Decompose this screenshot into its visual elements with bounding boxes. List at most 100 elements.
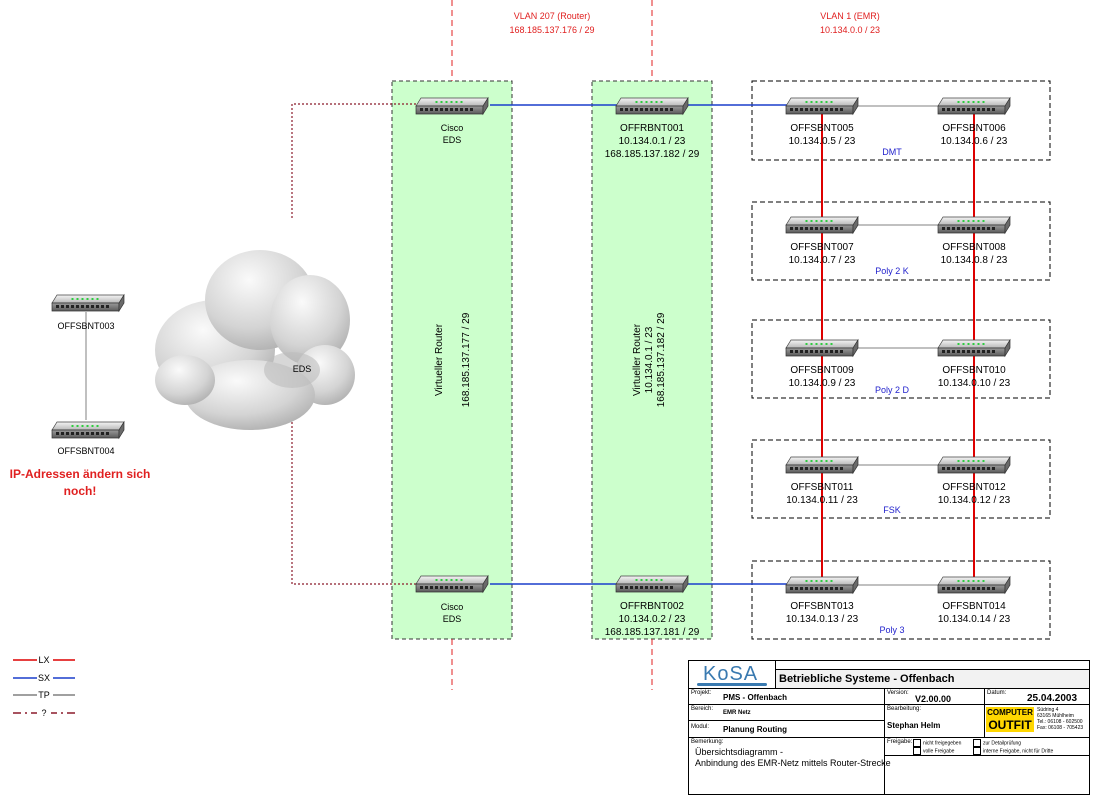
legend-unknown: ? xyxy=(41,708,46,718)
virtual-router-2-label: Virtueller Router 10.134.0.1 / 23 168.18… xyxy=(632,312,667,407)
company-address: Südring 4 63165 Mühlheim Tel.: 06108 - 6… xyxy=(1037,707,1084,731)
switch-007-ip: 10.134.0.7 / 23 xyxy=(789,255,856,266)
company-cell: COMPUTER OUTFIT Südring 4 63165 Mühlheim… xyxy=(985,705,1089,738)
group-label-poly3: Poly 3 xyxy=(879,625,904,635)
group-box-poly2d xyxy=(751,319,1051,399)
cisco-top-line1: Cisco xyxy=(441,123,464,133)
projekt-cell: Projekt: PMS - Offenbach xyxy=(689,689,885,705)
freigabe-checkbox-2[interactable] xyxy=(913,747,921,756)
green-zone-1 xyxy=(391,80,513,640)
virtual-router-1-label: Virtueller Router 168.185.137.177 / 29 xyxy=(434,312,472,407)
switch-007-icon xyxy=(785,215,859,235)
switch-008-icon xyxy=(937,215,1011,235)
legend-tp: TP xyxy=(38,690,50,700)
router-2-name: OFFRBNT002 xyxy=(620,601,684,612)
switch-010-ip: 10.134.0.10 / 23 xyxy=(938,378,1011,389)
switch-012-ip: 10.134.0.12 / 23 xyxy=(938,495,1011,506)
switch-014-name: OFFSBNT014 xyxy=(942,601,1006,612)
title-cell: Betriebliche Systeme - Offenbach xyxy=(776,669,1089,689)
cisco-top-icon xyxy=(415,96,489,116)
switch-007-name: OFFSBNT007 xyxy=(790,242,854,253)
switch-011-icon xyxy=(785,455,859,475)
group-label-dmt: DMT xyxy=(882,147,902,157)
switch-013-ip: 10.134.0.13 / 23 xyxy=(786,614,859,625)
cisco-bottom-line2: EDS xyxy=(443,614,462,624)
group-label-poly2k: Poly 2 K xyxy=(875,266,909,276)
group-box-poly3 xyxy=(751,560,1051,640)
switch-009-ip: 10.134.0.9 / 23 xyxy=(789,378,856,389)
vlan-207-name: VLAN 207 (Router) xyxy=(514,11,591,21)
switch-005-icon xyxy=(785,96,859,116)
router-2-ip1: 10.134.0.2 / 23 xyxy=(619,614,686,625)
legend-lx: LX xyxy=(38,655,49,665)
switch-005-ip: 10.134.0.5 / 23 xyxy=(789,136,856,147)
cisco-bottom-icon xyxy=(415,574,489,594)
title: Betriebliche Systeme - Offenbach xyxy=(779,673,955,685)
switch-011-name: OFFSBNT011 xyxy=(791,482,854,493)
freigabe-cell: Freigabe: nicht freigegeben volle Freiga… xyxy=(885,738,1089,756)
switch-009-name: OFFSBNT009 xyxy=(790,365,854,376)
cloud-icon xyxy=(155,250,355,430)
router-1-icon xyxy=(615,96,689,116)
legend-sx: SX xyxy=(38,673,50,683)
vlan-207-subnet: 168.185.137.176 / 29 xyxy=(509,25,594,35)
vlan-1-subnet: 10.134.0.0 / 23 xyxy=(820,25,880,35)
cisco-top-line2: EDS xyxy=(443,135,462,145)
switch-012-name: OFFSBNT012 xyxy=(942,482,1006,493)
warning-line2: noch! xyxy=(64,484,97,498)
company-logo: COMPUTER OUTFIT xyxy=(986,707,1034,732)
svg-text:168.185.137.177 / 29: 168.185.137.177 / 29 xyxy=(461,312,472,407)
group-label-fsk: FSK xyxy=(883,505,901,515)
left-device-004-name: OFFSBNT004 xyxy=(57,446,114,456)
left-device-004-icon xyxy=(51,420,125,440)
svg-text:10.134.0.1 / 23: 10.134.0.1 / 23 xyxy=(644,326,655,393)
vlan-1-name: VLAN 1 (EMR) xyxy=(820,11,880,21)
cisco-bottom-line1: Cisco xyxy=(441,602,464,612)
svg-text:168.185.137.182 / 29: 168.185.137.182 / 29 xyxy=(656,312,667,407)
left-device-003-icon xyxy=(51,293,125,313)
switch-014-icon xyxy=(937,575,1011,595)
switch-012-icon xyxy=(937,455,1011,475)
switch-006-ip: 10.134.0.6 / 23 xyxy=(941,136,1008,147)
switch-010-name: OFFSBNT010 xyxy=(942,365,1006,376)
switch-013-icon xyxy=(785,575,859,595)
modul-cell: Modul: Planung Routing xyxy=(689,721,885,738)
bereich-cell: Bereich: EMR Netz xyxy=(689,705,885,721)
unknown-link-top xyxy=(291,103,420,218)
kosa-logo-swoosh xyxy=(697,683,767,686)
svg-text:Virtueller Router: Virtueller Router xyxy=(632,323,643,396)
legend: LX SX TP ? xyxy=(13,654,75,718)
group-label-poly2d: Poly 2 D xyxy=(875,385,910,395)
svg-text:Virtueller Router: Virtueller Router xyxy=(434,323,445,396)
switch-labels: OFFSBNT005 10.134.0.5 / 23 OFFSBNT006 10… xyxy=(786,123,1011,625)
title-block: KoSA Betriebliche Systeme - Offenbach Pr… xyxy=(688,660,1090,795)
devices-layer xyxy=(51,96,1011,595)
kosa-logo-cell: KoSA xyxy=(689,661,776,689)
switch-008-name: OFFSBNT008 xyxy=(942,242,1006,253)
switch-014-ip: 10.134.0.14 / 23 xyxy=(938,614,1011,625)
bemerkung-cell: Bemerkung: Übersichtsdiagramm - Anbindun… xyxy=(689,738,891,794)
version-cell: Version: V2.00.00 xyxy=(885,689,985,705)
group-labels: DMT Poly 2 K Poly 2 D FSK Poly 3 xyxy=(875,147,910,635)
freigabe-checkbox-3[interactable] xyxy=(973,739,981,747)
kosa-logo: KoSA xyxy=(703,663,759,685)
left-device-003-name: OFFSBNT003 xyxy=(57,321,114,331)
group-box-dmt xyxy=(751,80,1051,161)
switch-010-icon xyxy=(937,338,1011,358)
switch-011-ip: 10.134.0.11 / 23 xyxy=(786,495,858,506)
switch-006-name: OFFSBNT006 xyxy=(942,123,1006,134)
group-box-fsk xyxy=(751,439,1051,519)
router-1-ip1: 10.134.0.1 / 23 xyxy=(619,136,686,147)
switch-013-name: OFFSBNT013 xyxy=(790,601,854,612)
switch-009-icon xyxy=(785,338,859,358)
switch-005-name: OFFSBNT005 xyxy=(790,123,854,134)
freigabe-checkbox-4[interactable] xyxy=(973,747,981,756)
router-1-name: OFFRBNT001 xyxy=(620,123,684,134)
router-2-ip2: 168.185.137.181 / 29 xyxy=(605,627,700,638)
router-1-ip2: 168.185.137.182 / 29 xyxy=(605,149,700,160)
datum-cell: Datum: 25.04.2003 xyxy=(985,689,1089,705)
freigabe-checkbox-1[interactable] xyxy=(913,739,921,747)
unknown-link-bottom xyxy=(291,410,420,585)
